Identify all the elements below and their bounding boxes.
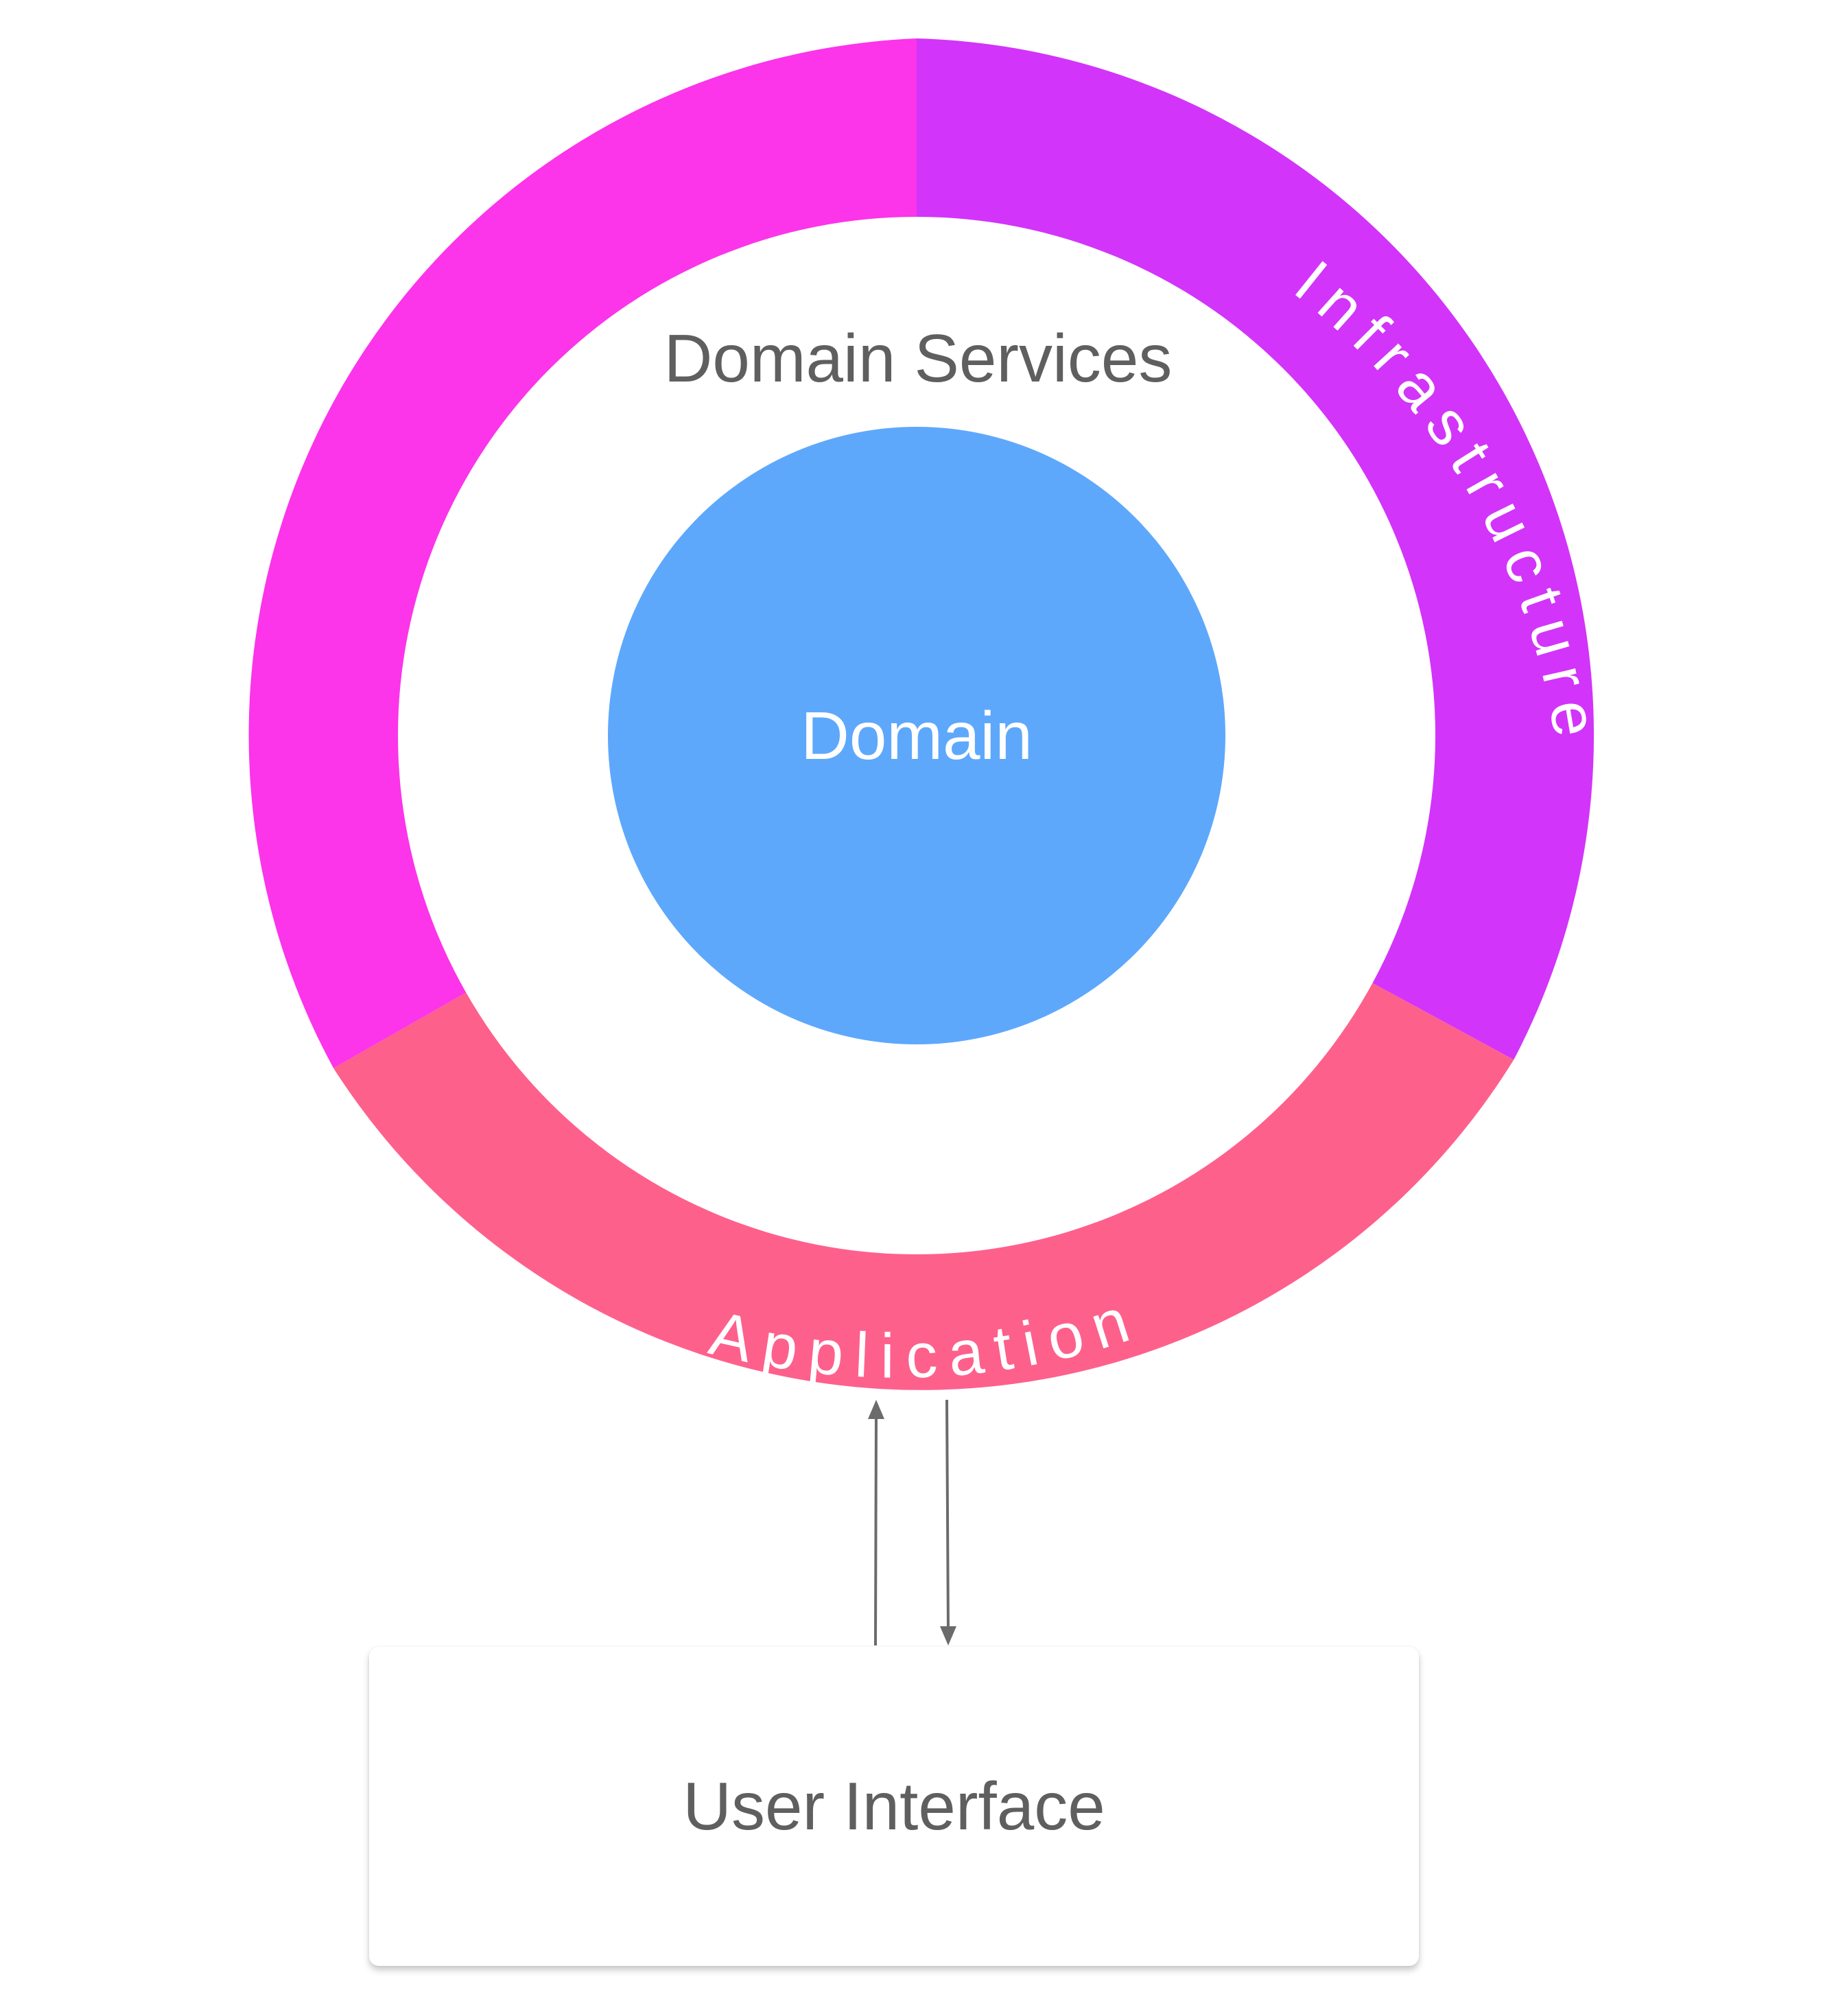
- user-interface-label: User Interface: [683, 1768, 1105, 1844]
- arrow-application-to-ui: [940, 1399, 956, 1645]
- domain-core-circle: [608, 427, 1225, 1044]
- arrow-ui-to-application: [868, 1400, 884, 1646]
- user-interface-box: User Interface: [369, 1647, 1419, 1966]
- domain-services-label: Domain Services: [664, 320, 1173, 396]
- domain-label: Domain: [801, 698, 1033, 773]
